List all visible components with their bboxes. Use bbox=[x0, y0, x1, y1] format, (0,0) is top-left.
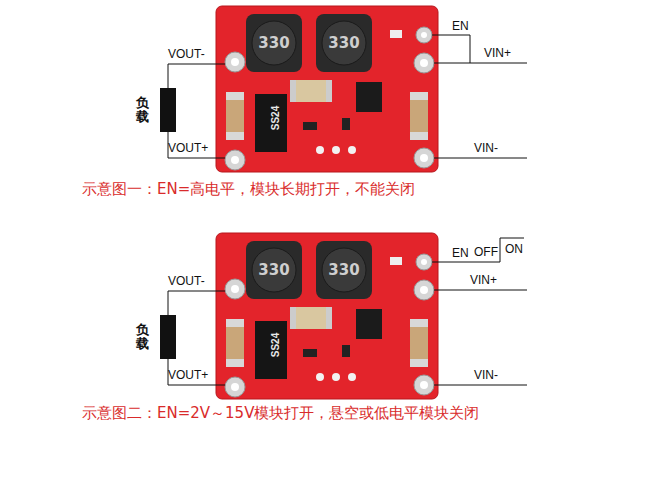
pin-name: VIN+ bbox=[484, 46, 511, 60]
diode-marking: SS24 bbox=[269, 106, 283, 130]
board-part bbox=[168, 359, 225, 385]
pin-name: EN bbox=[452, 19, 469, 33]
load-block: 负载 bbox=[132, 86, 182, 134]
load-label: 负载 bbox=[136, 96, 149, 125]
load-label: 负载 bbox=[136, 323, 149, 352]
diode-marking: SS24 bbox=[269, 333, 283, 357]
pin-name: VOUT+ bbox=[168, 368, 208, 382]
load-symbol bbox=[160, 88, 176, 132]
pin-name: VIN- bbox=[474, 141, 498, 155]
switch-state: OFF bbox=[474, 245, 498, 259]
board-part bbox=[432, 238, 524, 262]
inductor-marking: 330 bbox=[328, 36, 359, 50]
inductor-marking: 330 bbox=[258, 36, 289, 50]
figure-caption: 示意图一：EN=高电平，模块长期打开，不能关闭 bbox=[82, 180, 415, 198]
board-part bbox=[434, 290, 527, 291]
board-part bbox=[168, 132, 225, 158]
inductor-marking: 330 bbox=[328, 263, 359, 277]
pin-name: VOUT- bbox=[168, 274, 205, 288]
board-part bbox=[168, 291, 225, 315]
pcb-board-bottom bbox=[216, 233, 438, 399]
pin-name: EN bbox=[452, 246, 469, 260]
board-part bbox=[432, 35, 470, 63]
pin-name: VIN- bbox=[474, 368, 498, 382]
pcb-board-top bbox=[216, 6, 438, 172]
pin-name: VOUT- bbox=[168, 47, 205, 61]
load-block: 负载 bbox=[132, 313, 182, 361]
inductor-marking: 330 bbox=[258, 263, 289, 277]
wires bbox=[168, 35, 527, 385]
pin-name: VOUT+ bbox=[168, 141, 208, 155]
figure-caption: 示意图二：EN=2V～15V模块打开，悬空或低电平模块关闭 bbox=[82, 404, 479, 422]
board-part bbox=[434, 385, 527, 386]
load-symbol bbox=[160, 315, 176, 359]
pin-name: VIN+ bbox=[470, 273, 497, 287]
board-part bbox=[168, 64, 225, 88]
board-part bbox=[434, 63, 527, 64]
switch-state: ON bbox=[505, 242, 523, 256]
board-part bbox=[434, 158, 527, 159]
